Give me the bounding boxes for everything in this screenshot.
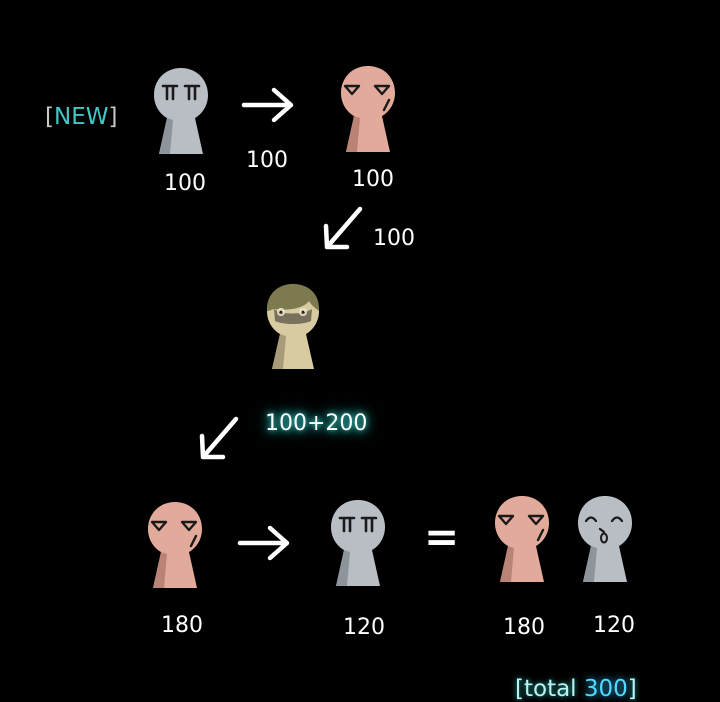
bracket-open: [ xyxy=(515,676,524,702)
diag2-amount: 100+200 xyxy=(265,411,368,436)
row3-third-amount: 180 xyxy=(503,615,545,640)
row3-first-amount: 180 xyxy=(161,613,203,638)
smug-figure-icon xyxy=(341,66,395,152)
total-tag: [total 300] xyxy=(515,676,637,702)
new-tag: [NEW] xyxy=(45,104,117,130)
diag1-amount: 100 xyxy=(373,226,415,251)
bracket-open: [ xyxy=(45,104,54,130)
row3-second-amount: 120 xyxy=(343,615,385,640)
bracket-close: ] xyxy=(627,676,637,702)
smug-figure-icon xyxy=(495,496,549,582)
new-label: NEW xyxy=(53,104,109,130)
shy-figure-icon xyxy=(266,283,320,369)
smug-figure-icon xyxy=(148,502,202,588)
crying-figure-icon xyxy=(331,500,385,586)
total-label: total xyxy=(523,676,584,702)
crying-figure-icon xyxy=(154,68,208,154)
down-left-arrow-icon xyxy=(199,416,239,460)
happy-figure-icon xyxy=(578,496,632,582)
row1-right-amount: 100 xyxy=(352,167,394,192)
down-left-arrow-icon xyxy=(323,206,363,250)
equals-sign: = xyxy=(424,512,460,561)
row1-left-amount: 100 xyxy=(164,171,206,196)
row1-transfer-amount: 100 xyxy=(246,148,288,173)
total-value: 300 xyxy=(583,676,628,702)
right-arrow-icon xyxy=(241,87,294,123)
bracket-close: ] xyxy=(108,104,118,130)
row3-fourth-amount: 120 xyxy=(593,613,635,638)
right-arrow-icon xyxy=(237,525,290,561)
